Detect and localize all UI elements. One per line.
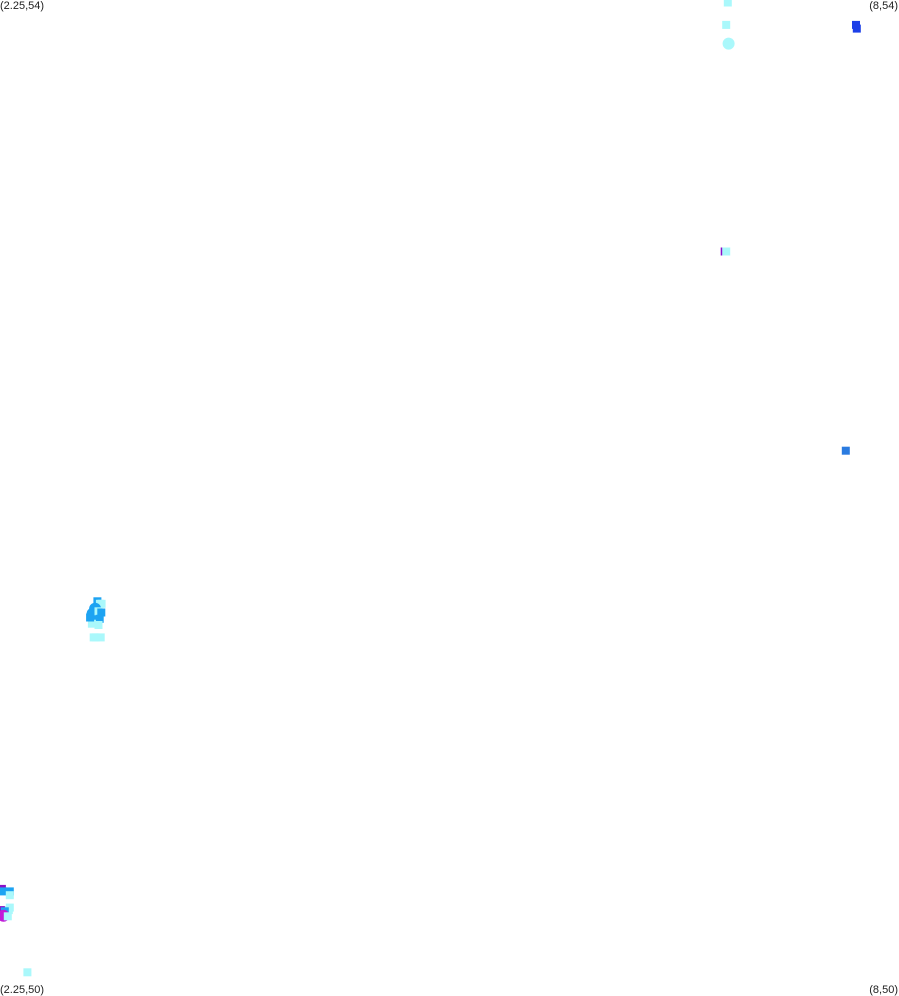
scatter-point-33 (3, 912, 12, 921)
scatter-point-19 (94, 621, 103, 629)
scatter-point-2 (722, 37, 735, 50)
scatter-point-10 (97, 599, 106, 608)
corner-label-top-left: (2.25,54) (0, 0, 45, 12)
scatter-point-14 (97, 608, 106, 617)
scatter-point-34 (23, 968, 32, 977)
scatter-point-7 (841, 446, 850, 455)
corner-label-top-right: (8,54) (869, 0, 898, 12)
scatter-point-0 (723, 0, 732, 7)
corner-label-bottom-right: (8,50) (869, 984, 898, 996)
scatter-point-22 (91, 633, 100, 642)
scatter-point-18 (87, 619, 96, 628)
scatter-point-27 (5, 891, 14, 900)
scatter-point-1 (722, 20, 731, 29)
scatter-point-4 (852, 24, 861, 33)
scatter-point-20 (86, 613, 95, 622)
scatter-point-23 (96, 633, 105, 642)
scatter-point-6 (722, 247, 731, 256)
corner-label-bottom-left: (2.25,50) (0, 984, 45, 996)
scatter-point-25 (0, 887, 7, 896)
